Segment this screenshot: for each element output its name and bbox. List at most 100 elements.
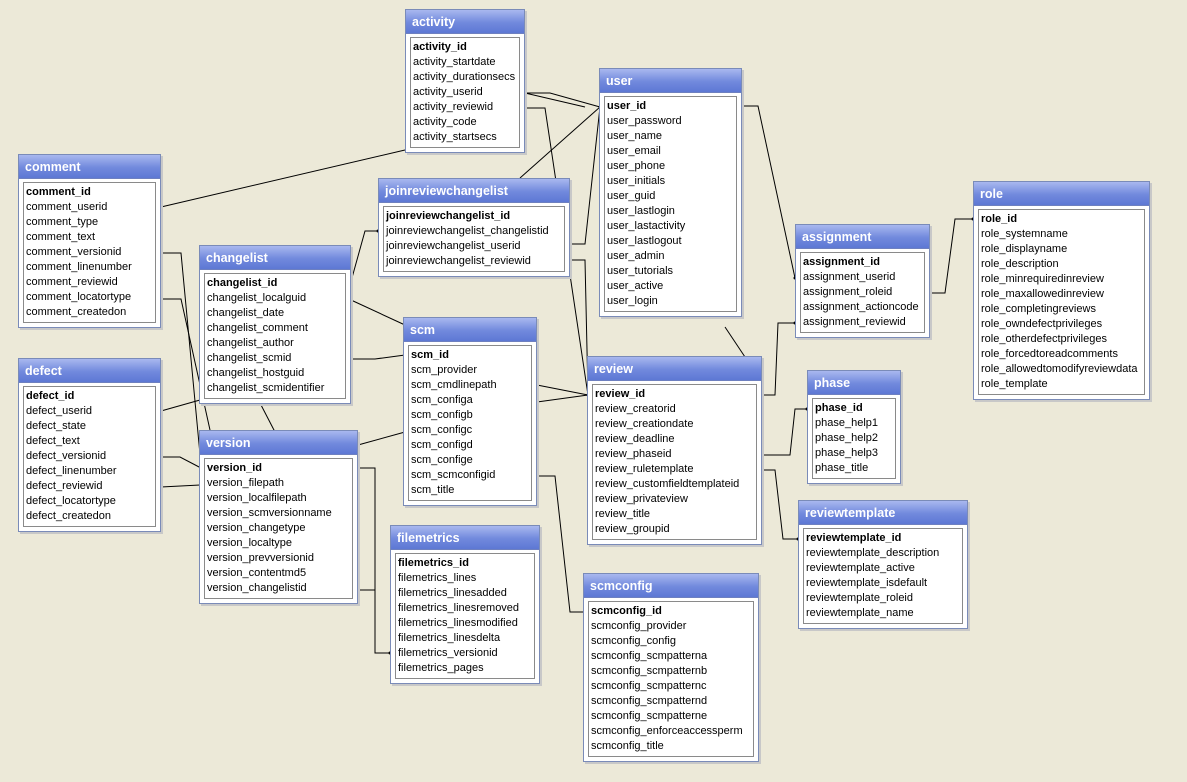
table-title[interactable]: activity [406,10,524,34]
table-title[interactable]: review [588,357,761,381]
field[interactable]: filemetrics_versionid [398,647,498,659]
field[interactable]: scm_title [411,484,455,496]
primary-key-field[interactable]: scm_id [411,349,449,361]
primary-key-field[interactable]: defect_id [26,390,75,402]
field[interactable]: reviewtemplate_isdefault [806,577,928,589]
field[interactable]: scmconfig_enforceaccessperm [591,725,743,737]
field[interactable]: comment_userid [26,201,108,213]
table-filemetrics[interactable]: filemetrics filemetrics_id filemetrics_lin… [390,525,540,684]
field[interactable]: defect_userid [26,405,93,417]
table-title[interactable]: comment [19,155,160,179]
field[interactable]: activity_code [413,116,477,128]
table-title[interactable]: user [600,69,741,93]
table-title[interactable]: joinreviewchangelist [379,179,569,203]
field[interactable]: scmconfig_scmpatternb [591,665,708,677]
field[interactable]: phase_help1 [815,417,879,429]
field[interactable]: user_lastlogout [607,235,682,247]
table-title[interactable]: version [200,431,357,455]
field[interactable]: scm_configc [411,424,473,436]
field[interactable]: scm_configa [411,394,473,406]
field[interactable]: filemetrics_pages [398,662,484,674]
primary-key-field[interactable]: version_id [207,462,263,474]
field[interactable]: scmconfig_scmpatternc [591,680,707,692]
field[interactable]: joinreviewchangelist_changelistid [386,225,549,237]
field[interactable]: activity_reviewid [413,101,494,113]
field[interactable]: role_owndefectprivileges [981,318,1103,330]
field[interactable]: reviewtemplate_roleid [806,592,913,604]
field[interactable]: assignment_reviewid [803,316,906,328]
table-joinreviewchangelist[interactable]: joinreviewchangelist joinreviewchangelist… [378,178,570,277]
field[interactable]: user_phone [607,160,666,172]
field[interactable]: joinreviewchangelist_reviewid [386,255,531,267]
field[interactable]: user_initials [607,175,666,187]
field[interactable]: version_filepath [207,477,285,489]
field[interactable]: defect_reviewid [26,480,103,492]
primary-key-field[interactable]: assignment_id [803,256,881,268]
field[interactable]: changelist_localguid [207,292,307,304]
field[interactable]: scmconfig_scmpatternd [591,695,708,707]
field[interactable]: version_localfilepath [207,492,307,504]
field[interactable]: assignment_userid [803,271,896,283]
primary-key-field[interactable]: joinreviewchangelist_id [386,210,511,222]
field[interactable]: review_privateview [595,493,688,505]
field[interactable]: role_allowedtomodifyreviewdata [981,363,1138,375]
field[interactable]: comment_locatortype [26,291,132,303]
field[interactable]: assignment_roleid [803,286,893,298]
field[interactable]: changelist_date [207,307,285,319]
field[interactable]: scm_configd [411,439,473,451]
field[interactable]: role_otherdefectprivileges [981,333,1107,345]
field[interactable]: review_groupid [595,523,670,535]
field[interactable]: assignment_actioncode [803,301,919,313]
field[interactable]: changelist_scmidentifier [207,382,325,394]
field[interactable]: version_scmversionname [207,507,332,519]
field[interactable]: role_completingreviews [981,303,1096,315]
primary-key-field[interactable]: user_id [607,100,647,112]
field[interactable]: user_guid [607,190,656,202]
table-title[interactable]: role [974,182,1149,206]
field[interactable]: role_template [981,378,1048,390]
field[interactable]: filemetrics_linesremoved [398,602,520,614]
field[interactable]: phase_help2 [815,432,879,444]
field[interactable]: review_ruletemplate [595,463,694,475]
field[interactable]: user_tutorials [607,265,674,277]
field[interactable]: scmconfig_scmpatterna [591,650,708,662]
primary-key-field[interactable]: scmconfig_id [591,605,662,617]
field[interactable]: joinreviewchangelist_userid [386,240,521,252]
field[interactable]: scmconfig_title [591,740,664,752]
field[interactable]: scm_confige [411,454,473,466]
field[interactable]: phase_title [815,462,869,474]
table-title[interactable]: filemetrics [391,526,539,550]
field[interactable]: role_forcedtoreadcomments [981,348,1118,360]
field[interactable]: review_title [595,508,651,520]
field[interactable]: version_contentmd5 [207,567,307,579]
field[interactable]: activity_userid [413,86,483,98]
field[interactable]: comment_versionid [26,246,122,258]
table-title[interactable]: changelist [200,246,350,270]
primary-key-field[interactable]: filemetrics_id [398,557,469,569]
table-title[interactable]: phase [808,371,900,395]
field[interactable]: filemetrics_linesmodified [398,617,518,629]
field[interactable]: scm_provider [411,364,478,376]
field[interactable]: defect_createdon [26,510,112,522]
field[interactable]: comment_createdon [26,306,127,318]
field[interactable]: defect_linenumber [26,465,117,477]
field[interactable]: role_maxallowedinreview [981,288,1104,300]
field[interactable]: review_deadline [595,433,675,445]
field[interactable]: user_admin [607,250,665,262]
primary-key-field[interactable]: comment_id [26,186,91,198]
field[interactable]: role_description [981,258,1059,270]
field[interactable]: reviewtemplate_name [806,607,914,619]
field[interactable]: role_minrequiredinreview [981,273,1104,285]
field[interactable]: activity_durationsecs [413,71,516,83]
field[interactable]: role_displayname [981,243,1068,255]
